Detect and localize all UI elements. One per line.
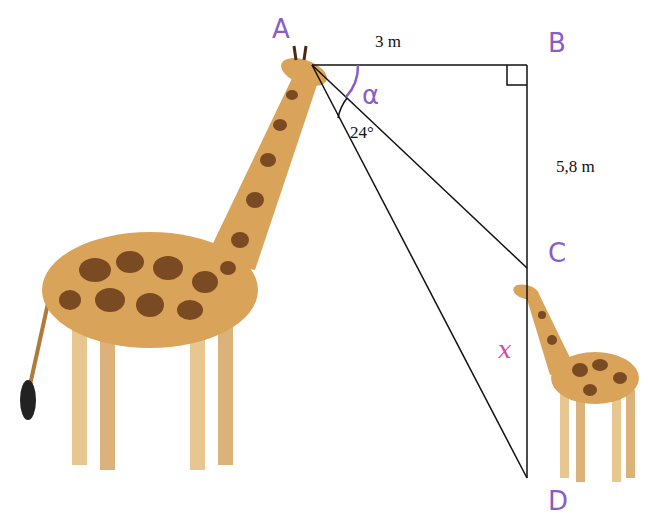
point-label: C [548,240,566,266]
point-label: A [272,16,290,42]
angle-label: 24° [350,124,374,141]
young-giraffe [512,282,639,482]
unknown-label: x [498,338,512,362]
dimension-label: 5,8 m [556,158,595,175]
angle-label: α [362,82,379,108]
adult-giraffe [20,46,331,470]
point-label: D [548,488,568,514]
dimension-label: 3 m [375,33,401,50]
point-label: B [548,30,566,56]
alpha-arc [346,65,358,97]
triangle-lines [312,65,527,478]
